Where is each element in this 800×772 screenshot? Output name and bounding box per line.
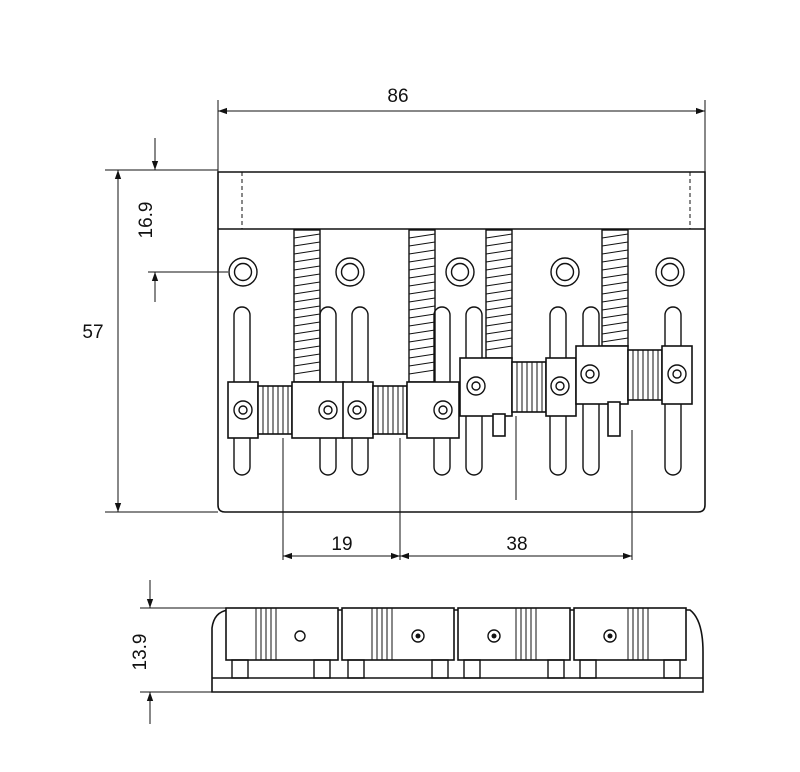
mounting-holes	[228, 257, 685, 287]
dim-width-label: 86	[387, 86, 408, 107]
saddle-4	[575, 345, 693, 437]
dim-height-label: 57	[82, 322, 103, 343]
side-view	[211, 607, 704, 693]
string-center-lines	[282, 416, 633, 560]
saddle-1	[227, 381, 345, 439]
dimension-height: 57	[82, 169, 218, 513]
dimension-side-height: 13.9	[130, 580, 230, 724]
dimension-top-plate: 16.9	[136, 138, 228, 302]
side-saddle-1	[225, 607, 339, 679]
dim-top-plate-label: 16.9	[136, 202, 157, 239]
side-saddle-3	[457, 607, 571, 679]
saddle-2	[342, 381, 460, 439]
side-saddle-4	[573, 607, 687, 679]
side-saddle-2	[341, 607, 455, 679]
dim-spacing-38-label: 38	[506, 534, 527, 555]
top-view	[217, 171, 706, 560]
dim-side-height-label: 13.9	[130, 634, 151, 671]
saddle-3	[459, 357, 577, 437]
dimension-width: 86	[217, 86, 706, 172]
dimension-spacing: 19 38	[283, 534, 632, 560]
dim-spacing-19-label: 19	[331, 534, 352, 555]
